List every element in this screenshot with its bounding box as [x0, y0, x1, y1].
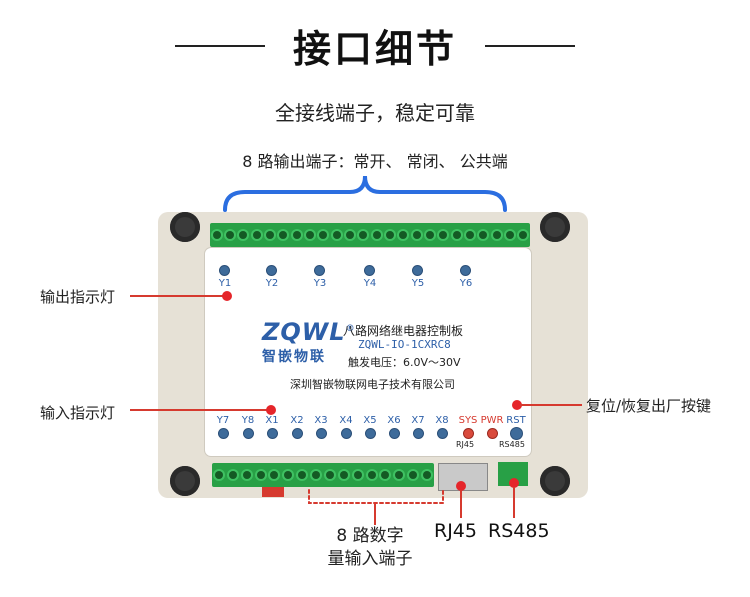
- device-face: [205, 248, 531, 456]
- callout-reset-button: 复位/恢复出厂按键: [586, 397, 712, 415]
- callout-line: [460, 490, 462, 518]
- callout-output-indicator: 输出指示灯: [40, 288, 116, 306]
- led-y8: [244, 429, 253, 438]
- led-x7: [414, 429, 423, 438]
- connector-tab: [262, 487, 284, 497]
- callout-input-indicator: 输入指示灯: [40, 404, 116, 422]
- input-bracket: [308, 489, 444, 504]
- led-label: Y7: [216, 415, 230, 426]
- led-label: X2: [290, 415, 304, 426]
- trigger-voltage: 触发电压：6.0V～30V: [348, 356, 461, 369]
- led-y4: [365, 266, 374, 275]
- logo-chinese-name: 智嵌物联: [262, 349, 326, 365]
- page-subtitle: 全接线端子，稳定可靠: [275, 101, 475, 125]
- led-y5: [413, 266, 422, 275]
- led-label: Y8: [241, 415, 255, 426]
- led-label: X6: [387, 415, 401, 426]
- callout-dot: [222, 291, 232, 301]
- led-label-sys: SYS: [458, 415, 478, 426]
- led-label: X8: [435, 415, 449, 426]
- output-terminal-label: 8 路输出端子：常开、 常闭、 公共端: [242, 152, 508, 171]
- zqwl-logo: ZQWL®: [262, 318, 356, 346]
- callout-line: [520, 404, 582, 406]
- led-x4: [342, 429, 351, 438]
- port-label-rj45: RJ45: [456, 440, 475, 449]
- led-x8: [438, 429, 447, 438]
- led-label: X7: [411, 415, 425, 426]
- led-label: Y2: [265, 278, 279, 289]
- led-label-rst: RST: [506, 415, 526, 426]
- callout-line: [374, 503, 376, 525]
- title-rule-right: [485, 45, 575, 47]
- model-number: ZQWL-IO-1CXRC8: [358, 338, 451, 351]
- rs485-label: RS485: [488, 520, 550, 542]
- callout-dot: [456, 481, 466, 491]
- digital-input-label-line2: 量输入端子: [327, 549, 413, 569]
- title-rule-left: [175, 45, 265, 47]
- led-x1: [268, 429, 277, 438]
- rj45-label: RJ45: [434, 520, 477, 542]
- mount-screw: [170, 466, 200, 496]
- digital-input-label-line1: 8 路数字: [336, 526, 404, 546]
- mount-screw: [170, 212, 200, 242]
- led-label: X1: [265, 415, 279, 426]
- callout-dot: [512, 400, 522, 410]
- callout-line: [130, 409, 270, 411]
- callout-dot: [509, 478, 519, 488]
- callout-line: [130, 295, 225, 297]
- led-label: Y5: [411, 278, 425, 289]
- led-label: Y4: [363, 278, 377, 289]
- led-x3: [317, 429, 326, 438]
- led-label: Y3: [313, 278, 327, 289]
- reset-button[interactable]: [511, 428, 522, 439]
- callout-dot: [266, 405, 276, 415]
- callout-line: [513, 487, 515, 518]
- led-label: X3: [314, 415, 328, 426]
- logo-registered-mark: ®: [345, 324, 356, 334]
- led-x6: [390, 429, 399, 438]
- led-label-pwr: PWR: [480, 415, 504, 426]
- product-name: 八路网络继电器控制板: [343, 324, 464, 338]
- led-y1: [220, 266, 229, 275]
- port-label-rs485: RS485: [499, 440, 525, 449]
- mount-screw: [540, 466, 570, 496]
- led-y2: [267, 266, 276, 275]
- led-y7: [219, 429, 228, 438]
- led-sys: [464, 429, 473, 438]
- output-terminal-block: [210, 223, 530, 247]
- logo-text: ZQWL: [262, 318, 346, 346]
- input-terminal-block: [212, 463, 434, 487]
- led-label: Y1: [218, 278, 232, 289]
- led-y3: [315, 266, 324, 275]
- page-title: 接口细节: [292, 27, 457, 71]
- led-label: X4: [339, 415, 353, 426]
- led-x5: [366, 429, 375, 438]
- led-y6: [461, 266, 470, 275]
- led-label: X5: [363, 415, 377, 426]
- mount-screw: [540, 212, 570, 242]
- led-pwr: [488, 429, 497, 438]
- led-x2: [293, 429, 302, 438]
- company-name: 深圳智嵌物联网电子技术有限公司: [290, 378, 455, 391]
- led-label: Y6: [459, 278, 473, 289]
- output-bracket: [223, 175, 507, 212]
